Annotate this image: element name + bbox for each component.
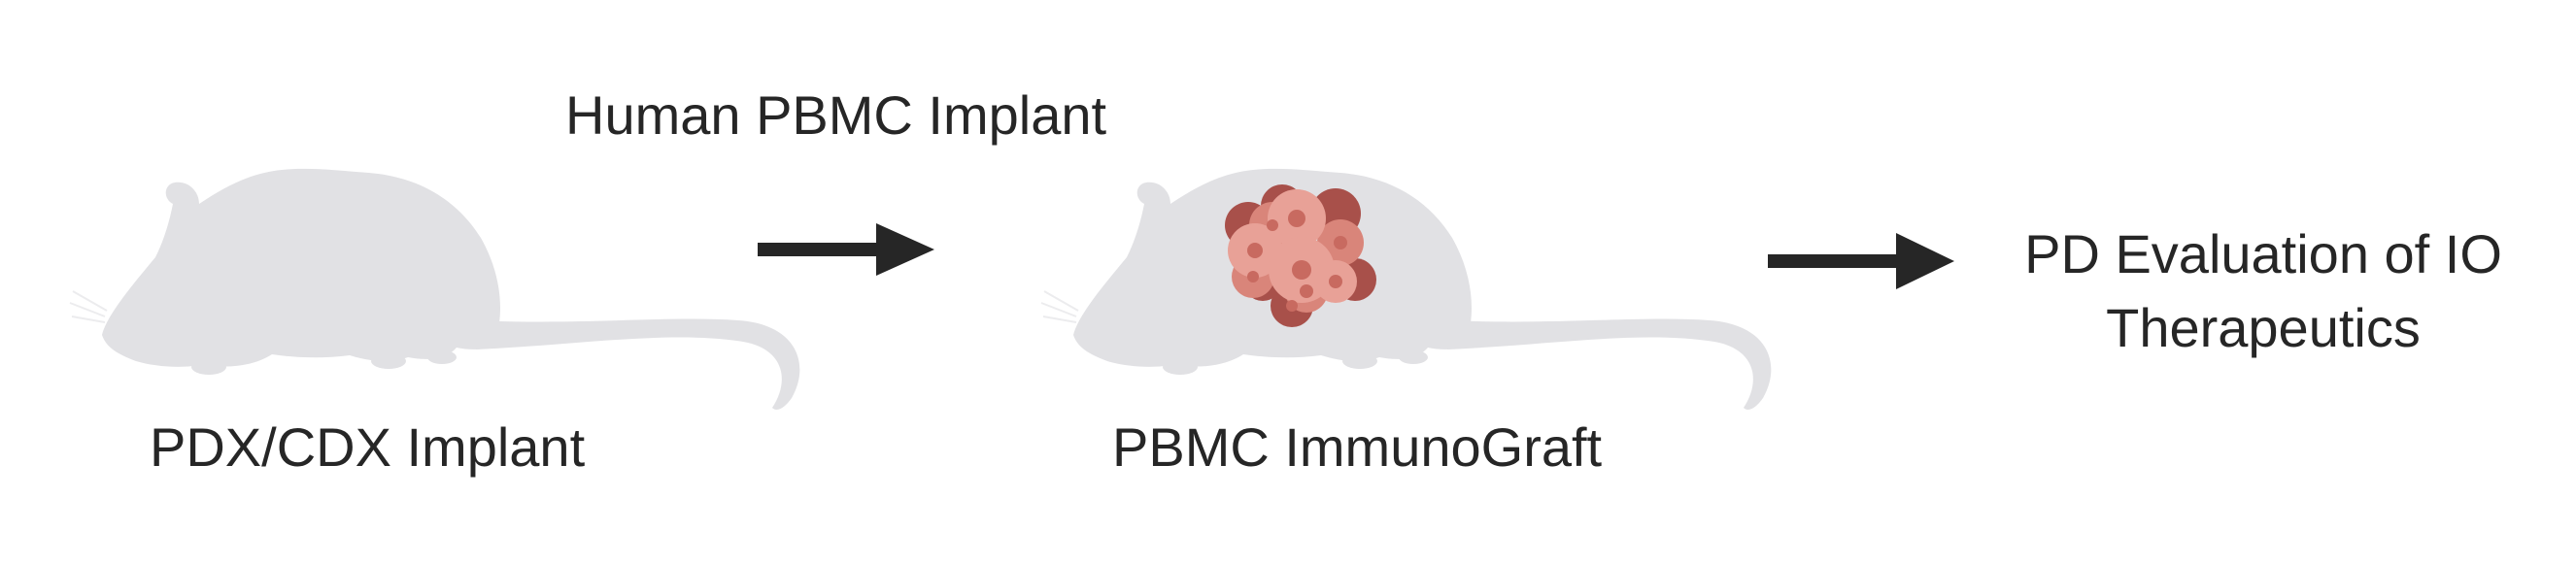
mouse-1-icon [69,168,800,410]
arrow-1-icon [758,223,934,276]
mouse-2-icon [1040,168,1772,410]
step-3-label-line-2: Therapeutics [2106,297,2421,358]
tumor-cell-cluster-icon [1225,184,1376,327]
arrow-2-icon [1768,233,1954,289]
step-2-label: PBMC ImmunoGraft [1112,416,1603,478]
step-1-label: PDX/CDX Implant [150,416,586,478]
step-3-label: PD Evaluation of IO Therapeutics [2001,217,2525,365]
arrow-1-label: Human PBMC Implant [565,84,1107,146]
step-3-label-line-1: PD Evaluation of IO [2024,223,2502,284]
